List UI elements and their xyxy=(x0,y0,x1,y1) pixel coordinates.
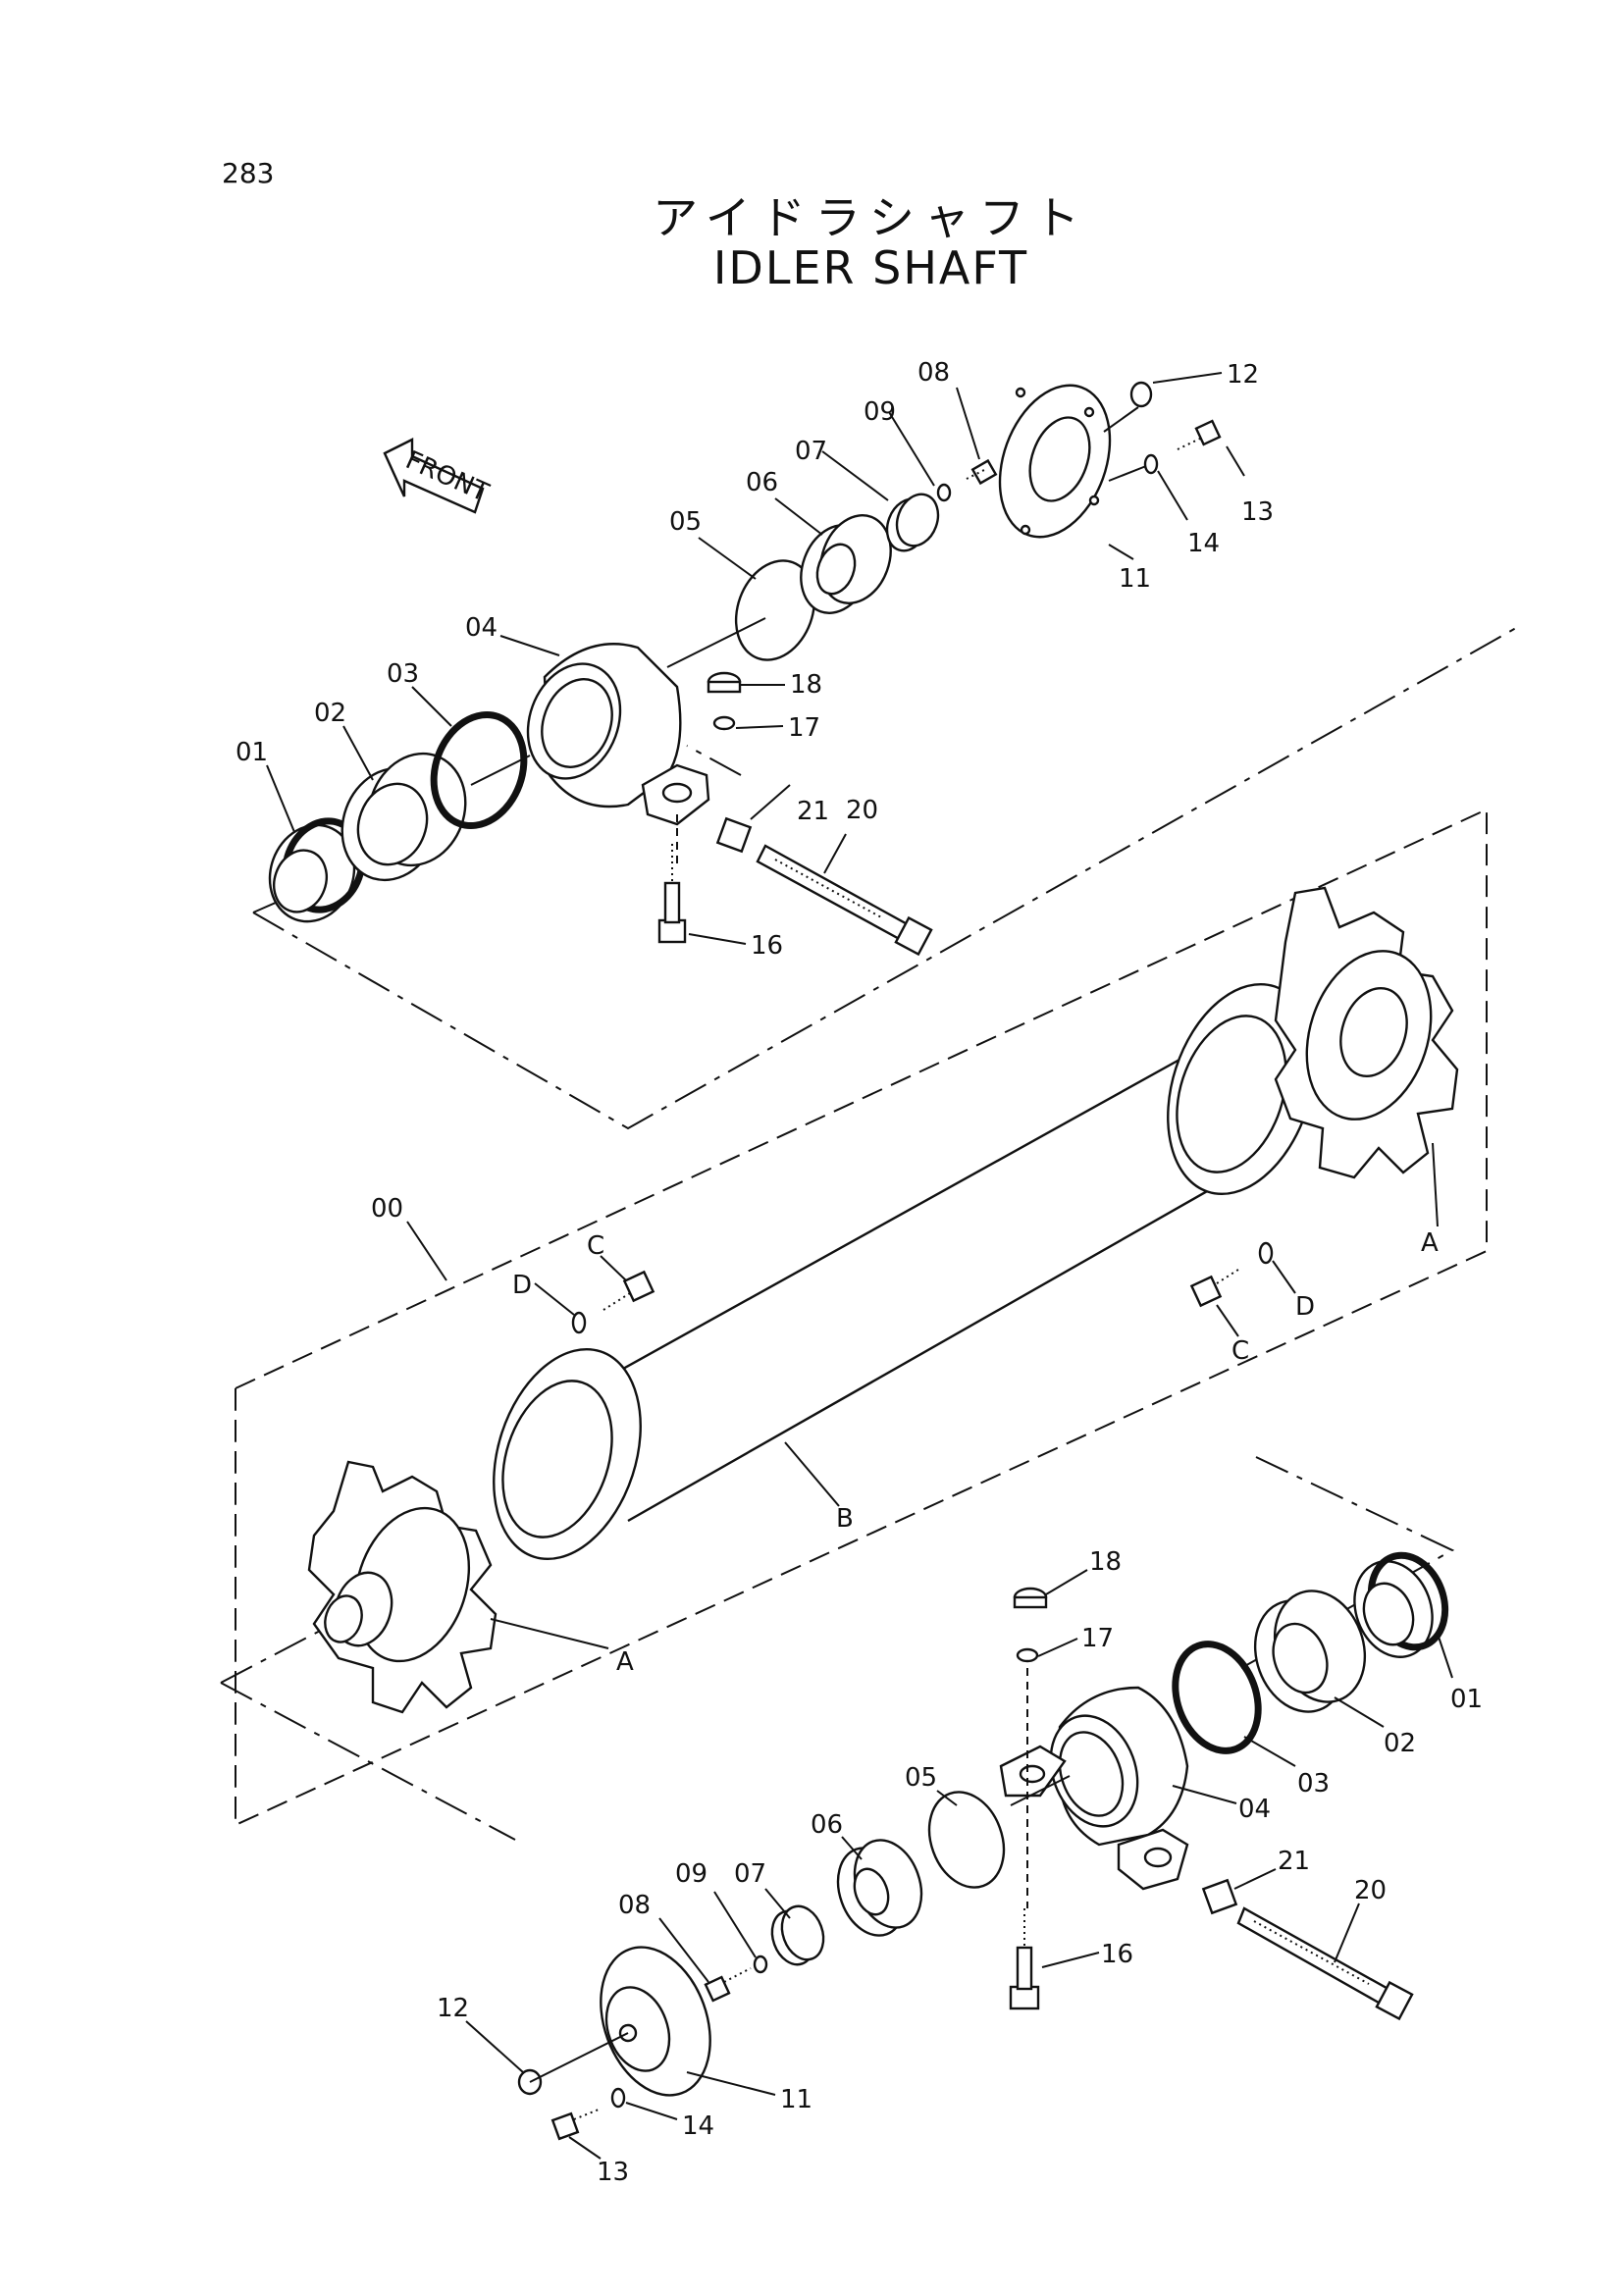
floating-seal-02 xyxy=(341,752,467,882)
callout-12-lower: 12 xyxy=(437,1994,469,2023)
callout-05: 05 xyxy=(669,507,702,537)
callout-05-lower: 05 xyxy=(905,1763,937,1793)
callout-18-lower: 18 xyxy=(1089,1547,1122,1577)
bolt-08-lower xyxy=(704,1967,752,2003)
callout-d-left: D xyxy=(512,1271,532,1300)
long-bolt-20 xyxy=(756,844,933,957)
callout-16: 16 xyxy=(751,931,783,961)
nut-21-lower xyxy=(1201,1878,1238,1915)
bolt-16 xyxy=(657,844,687,944)
callout-18: 18 xyxy=(790,670,822,700)
callout-a-right: A xyxy=(1421,1228,1439,1258)
upper-assembly: 01 02 03 04 05 06 07 09 08 12 13 14 11 1… xyxy=(236,358,1517,1130)
washer-17-lower xyxy=(1016,1647,1039,1663)
washer-09-lower xyxy=(753,1955,768,1974)
callout-a-left: A xyxy=(616,1647,634,1677)
bolt-c-left xyxy=(602,1270,655,1311)
callout-03-lower: 03 xyxy=(1297,1769,1330,1799)
callout-12: 12 xyxy=(1227,360,1259,390)
callout-c-left: C xyxy=(587,1231,604,1261)
shaft-assembly: 00 C D C D A B A xyxy=(235,808,1488,1827)
washer-d-left xyxy=(571,1311,587,1334)
o-ring-03 xyxy=(430,710,528,830)
callout-21-lower: 21 xyxy=(1278,1847,1310,1876)
lower-assembly: 01 02 03 04 05 06 07 09 08 11 12 13 14 1… xyxy=(220,1456,1483,2187)
washer-14 xyxy=(1143,453,1159,475)
left-sprocket xyxy=(307,1460,498,1714)
callout-02: 02 xyxy=(314,699,346,728)
page-number: 283 xyxy=(222,157,275,189)
callout-08: 08 xyxy=(917,358,950,388)
bolt-08 xyxy=(966,458,998,486)
callout-20: 20 xyxy=(846,796,878,825)
callout-00: 00 xyxy=(371,1194,403,1224)
front-arrow-icon: FRONT xyxy=(383,438,493,514)
plate-07-lower xyxy=(770,1904,825,1966)
nut-18-lower xyxy=(1013,1587,1048,1609)
callout-07: 07 xyxy=(795,437,827,466)
washer-17 xyxy=(712,715,736,731)
callout-06-lower: 06 xyxy=(811,1810,843,1840)
callout-11: 11 xyxy=(1119,564,1151,594)
callout-17-lower: 17 xyxy=(1081,1624,1114,1653)
callout-13: 13 xyxy=(1241,497,1274,527)
bearing-06 xyxy=(800,514,892,614)
cover-11-lower xyxy=(600,1946,711,2097)
right-sprocket xyxy=(1274,886,1459,1179)
callout-b: B xyxy=(836,1504,854,1534)
callout-c-right: C xyxy=(1231,1336,1249,1366)
callout-20-lower: 20 xyxy=(1354,1876,1387,1905)
floating-seal-02-lower xyxy=(1253,1590,1367,1713)
callout-02-lower: 02 xyxy=(1384,1729,1416,1758)
o-ring-03-lower xyxy=(1172,1641,1262,1754)
callout-04: 04 xyxy=(465,613,498,643)
plate-07 xyxy=(885,493,940,552)
callout-06: 06 xyxy=(746,468,778,497)
diagram-title-english: IDLER SHAFT xyxy=(712,241,1029,294)
callout-11-lower: 11 xyxy=(780,2085,812,2114)
bolt-c-right xyxy=(1189,1267,1242,1308)
seal-01 xyxy=(268,817,366,923)
shim-05-lower xyxy=(927,1791,1006,1889)
callout-d-right: D xyxy=(1295,1292,1315,1322)
callout-01: 01 xyxy=(236,738,268,767)
nut-18 xyxy=(707,671,742,694)
bolt-13-lower xyxy=(550,2109,600,2141)
bearing-housing-04 xyxy=(526,643,710,826)
diagram-title-japanese: アイドラシャフト xyxy=(653,191,1089,244)
callout-03: 03 xyxy=(387,659,419,689)
callout-14-lower: 14 xyxy=(682,2112,714,2141)
shim-05 xyxy=(734,559,816,661)
callout-16-lower: 16 xyxy=(1101,1940,1133,1969)
right-flange xyxy=(1167,982,1316,1196)
callout-13-lower: 13 xyxy=(597,2158,629,2187)
cover-11 xyxy=(998,384,1112,539)
callout-17: 17 xyxy=(788,713,820,743)
callout-01-lower: 01 xyxy=(1450,1685,1483,1714)
bearing-housing-04-lower xyxy=(999,1686,1189,1891)
callout-08-lower: 08 xyxy=(618,1891,651,1920)
washer-d-right xyxy=(1258,1241,1274,1265)
callout-09: 09 xyxy=(864,397,896,427)
washer-14-lower xyxy=(610,2087,626,2109)
bolt-16-lower xyxy=(1009,1908,1040,2010)
callout-21: 21 xyxy=(797,797,829,826)
plug-12 xyxy=(1129,381,1153,408)
washer-09 xyxy=(936,483,952,502)
callout-14: 14 xyxy=(1187,529,1220,558)
callout-04-lower: 04 xyxy=(1238,1795,1271,1824)
nut-21 xyxy=(715,816,753,854)
callout-07-lower: 07 xyxy=(734,1859,766,1889)
bolt-13 xyxy=(1177,419,1222,450)
long-bolt-20-lower xyxy=(1236,1906,1414,2021)
seal-01-lower xyxy=(1353,1551,1449,1658)
left-flange xyxy=(493,1347,642,1561)
callout-09-lower: 09 xyxy=(675,1859,707,1889)
bearing-06-lower xyxy=(836,1839,923,1937)
